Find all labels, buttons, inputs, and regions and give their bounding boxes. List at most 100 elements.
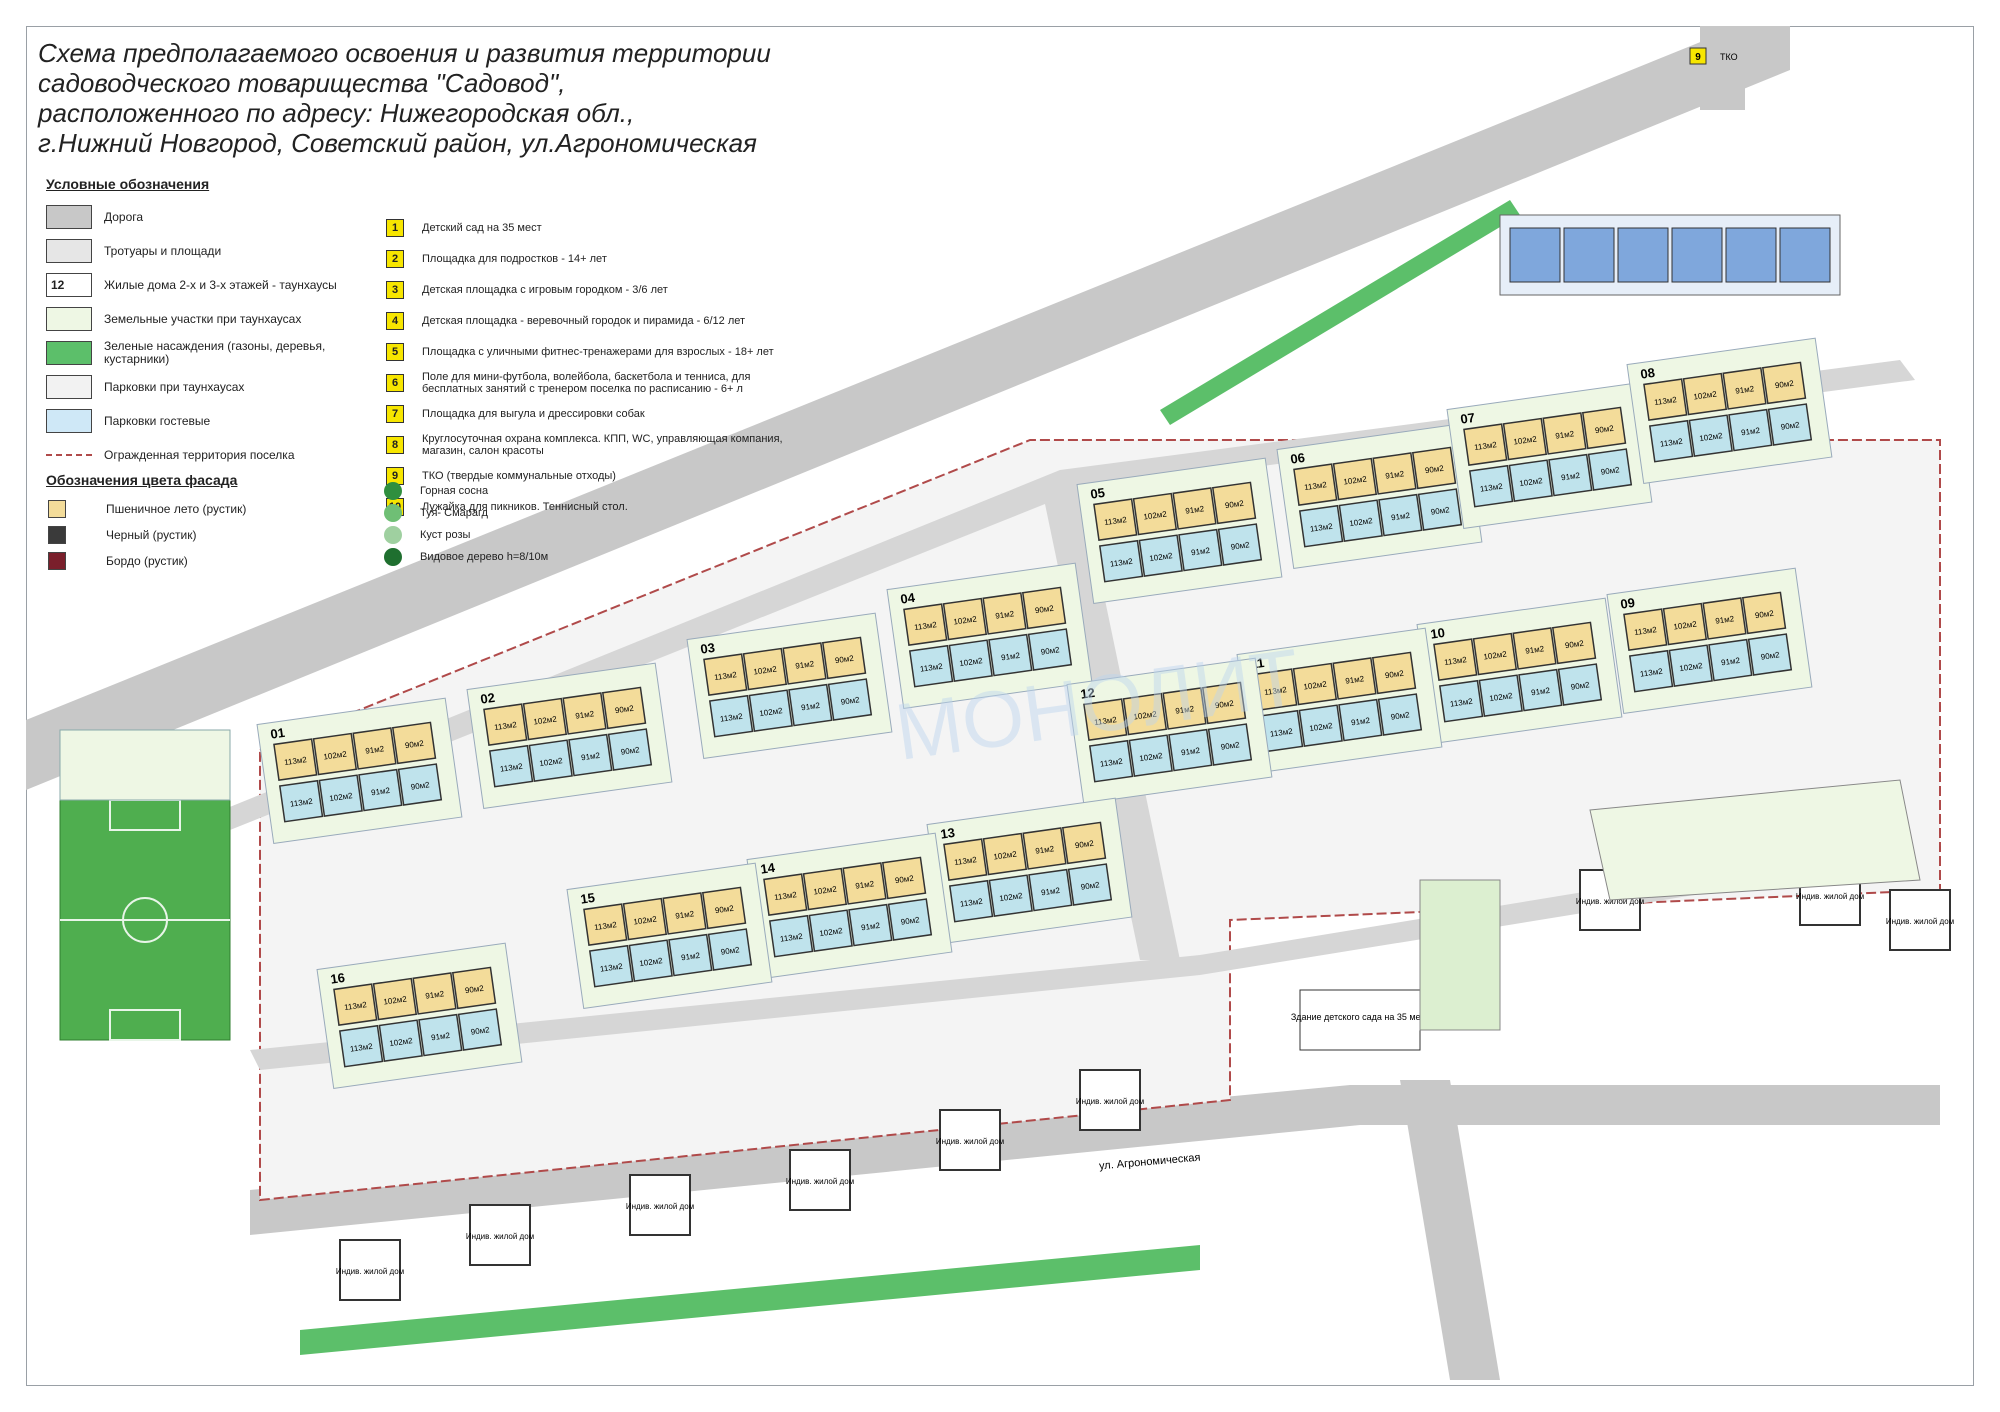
townhouse-unit — [1682, 372, 1728, 416]
unit-area-label: 113м2 — [499, 762, 523, 774]
unit-area-label: 90м2 — [404, 739, 424, 751]
unit-area-label: 102м2 — [329, 791, 354, 803]
unit-area-label: 102м2 — [639, 956, 664, 968]
townhouse-unit — [318, 774, 363, 817]
unit-area-label: 90м2 — [1760, 650, 1780, 662]
unit-area-label: 90м2 — [410, 780, 430, 792]
amenity-label: Площадка для выгула и дрессировки собак — [422, 407, 645, 420]
legend-swatch — [46, 409, 92, 433]
unit-area-label: 113м2 — [1474, 440, 1498, 452]
block-number: 15 — [579, 890, 595, 907]
block-number: 13 — [939, 825, 955, 842]
townhouse-unit — [988, 874, 1033, 917]
townhouse-unit — [1463, 423, 1508, 466]
unit-area-label: 102м2 — [533, 714, 558, 726]
townhouse-unit — [708, 694, 754, 738]
block-number: 12 — [1079, 685, 1095, 702]
unit-area-label: 90м2 — [620, 745, 640, 757]
unit-area-label: 91м2 — [795, 659, 815, 671]
block-number: 06 — [1289, 450, 1305, 467]
townhouse-unit — [1083, 698, 1128, 741]
unit-area-label: 91м2 — [861, 921, 881, 933]
townhouse-unit — [601, 686, 647, 730]
unit-area-label: 91м2 — [365, 744, 385, 756]
townhouse-unit — [948, 879, 994, 923]
unit-area-label: 102м2 — [1303, 679, 1328, 691]
unit-area-label: 91м2 — [575, 709, 595, 721]
unit-area-label: 90м2 — [470, 1025, 490, 1037]
unit-area-label: 102м2 — [1143, 509, 1168, 521]
unit-area-label: 90м2 — [1754, 609, 1774, 621]
townhouse-unit — [1098, 539, 1144, 583]
townhouse-unit — [412, 972, 457, 1015]
townhouse-unit — [391, 721, 437, 765]
townhouse-unit — [457, 1008, 503, 1051]
townhouse-unit — [1338, 499, 1383, 542]
legend-swatch — [46, 307, 92, 331]
townhouse-unit — [943, 838, 988, 881]
unit-area-label: 102м2 — [993, 849, 1018, 861]
unit-area-label: 102м2 — [1343, 474, 1368, 486]
legend-swatch — [46, 205, 92, 229]
unit-area-label: 90м2 — [1040, 645, 1060, 657]
tree-label: Туя- Смарагд — [420, 507, 488, 519]
green-strip-bottom — [300, 1245, 1200, 1355]
main-road — [26, 26, 1790, 790]
unit-area-label: 91м2 — [855, 879, 875, 891]
unit-area-label: 91м2 — [1741, 426, 1761, 438]
individual-house: Индив. жилой дом — [626, 1174, 694, 1236]
unit-area-label: 90м2 — [840, 695, 860, 707]
townhouse-unit — [1372, 452, 1417, 495]
townhouse-unit — [1378, 493, 1423, 537]
townhouse-unit — [748, 689, 793, 732]
townhouse-unit — [562, 692, 607, 735]
unit-area-label: 102м2 — [1133, 709, 1158, 721]
amenity-label: Поле для мини-футбола, волейбола, баскет… — [422, 370, 751, 395]
individual-house-label: Индив. жилой дом — [1076, 1097, 1144, 1106]
block-number: 04 — [899, 590, 916, 607]
facade-label: Пшеничное лето (рустик) — [106, 501, 247, 516]
townhouse-unit — [1468, 464, 1514, 508]
townhouse-unit — [1132, 492, 1178, 536]
individual-house-label: Индив. жилой дом — [786, 1177, 854, 1186]
legend-item: Парковки гостевые — [46, 404, 386, 438]
townhouse-unit — [628, 939, 673, 982]
townhouse-unit — [607, 728, 653, 771]
unit-area-label: 90м2 — [720, 945, 740, 957]
townhouse-unit — [848, 903, 893, 947]
legend-heading: Условные обозначения — [46, 176, 210, 192]
street-road — [250, 1085, 1940, 1235]
unit-area-label: 113м2 — [1264, 685, 1288, 697]
unit-area-label: 102м2 — [633, 914, 658, 926]
townhouse-unit — [1688, 414, 1733, 457]
unit-area-label: 102м2 — [953, 614, 978, 626]
unit-area-label: 102м2 — [759, 706, 784, 718]
townhouse-unit — [1708, 638, 1753, 682]
unit-area-label: 91м2 — [675, 909, 695, 921]
unit-area-label: 102м2 — [819, 926, 844, 938]
unit-area-label: 102м2 — [1513, 434, 1538, 446]
townhouse-unit — [1022, 827, 1067, 870]
legend-item: Земельные участки при таунхаусах — [46, 302, 386, 336]
unit-area-label: 90м2 — [900, 915, 920, 927]
facade-item: Пшеничное лето (рустик) — [46, 496, 386, 522]
unit-area-label: 113м2 — [1094, 715, 1118, 727]
unit-area-label: 90м2 — [1214, 699, 1234, 711]
unit-area-label: 102м2 — [1679, 661, 1704, 673]
unit-area-label: 113м2 — [1309, 522, 1333, 534]
townhouse-unit — [903, 603, 948, 646]
unit-area-label: 91м2 — [1531, 686, 1551, 698]
unit-area-label: 91м2 — [1345, 674, 1365, 686]
unit-area-label: 91м2 — [1181, 746, 1201, 758]
blue-townhouse-unit — [1779, 227, 1831, 283]
